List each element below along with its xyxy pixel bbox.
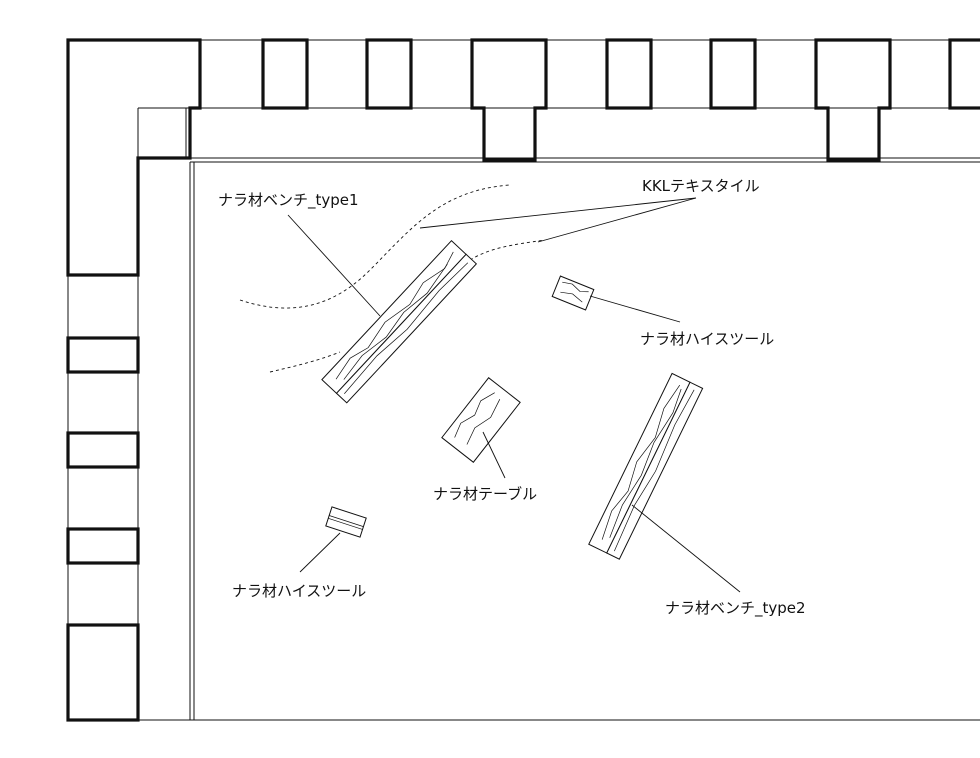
label-table: ナラ材テーブル <box>433 485 537 503</box>
label-textile: KKLテキスタイル <box>642 177 760 195</box>
bench-type2 <box>588 372 704 560</box>
leader-lines <box>287 197 741 593</box>
left-columns <box>66 336 140 722</box>
table <box>441 377 521 463</box>
stool-top <box>551 275 595 311</box>
labels: ナラ材ベンチ_type1 KKLテキスタイル ナラ材ハイスツール ナラ材テーブル… <box>218 177 806 618</box>
label-bench-type2: ナラ材ベンチ_type2 <box>665 599 806 618</box>
textile-curtain <box>239 184 546 373</box>
walls <box>66 38 980 721</box>
top-columns <box>261 38 980 162</box>
bench-type1 <box>321 239 478 404</box>
label-stool-bottom: ナラ材ハイスツール <box>232 582 366 600</box>
label-bench-type1: ナラ材ベンチ_type1 <box>218 191 359 210</box>
label-stool-top: ナラ材ハイスツール <box>640 330 774 348</box>
stool-bottom <box>325 506 367 538</box>
